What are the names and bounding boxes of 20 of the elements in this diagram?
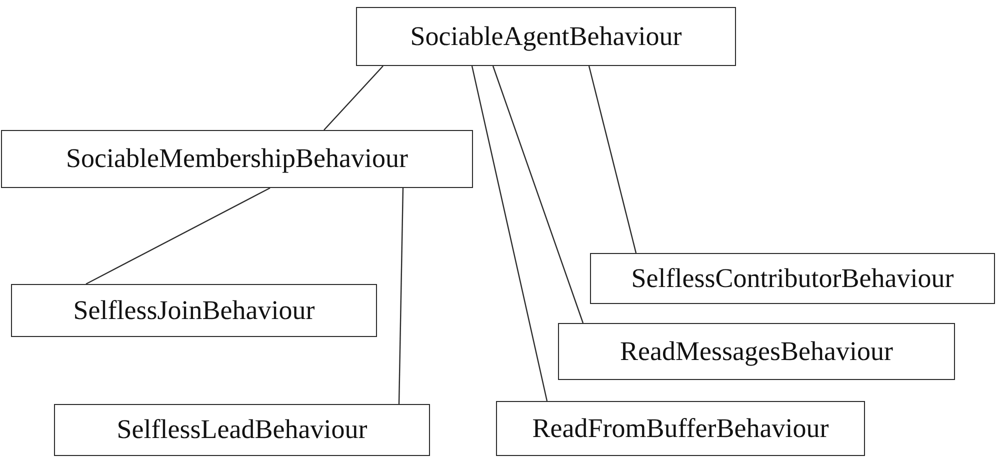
connector-line <box>471 66 548 402</box>
class-name: SelflessContributorBehaviour <box>631 264 954 294</box>
class-name: SelflessLeadBehaviour <box>116 415 368 445</box>
class-name: SociableMembershipBehaviour <box>66 144 408 174</box>
class-box <box>1 130 473 188</box>
class-name: ReadFromBufferBehaviour <box>532 414 829 444</box>
class-box <box>11 284 377 337</box>
connector-line <box>492 66 584 324</box>
class-name: SelflessJoinBehaviour <box>73 296 315 326</box>
class-name: SociableAgentBehaviour <box>410 22 682 52</box>
connector-line <box>588 66 637 254</box>
class-name: ReadMessagesBehaviour <box>620 336 893 366</box>
class-box <box>356 7 736 66</box>
connector-line <box>86 187 270 285</box>
class-box <box>496 401 865 456</box>
connector-line <box>398 188 404 404</box>
class-box <box>558 323 955 380</box>
class-box <box>54 404 430 456</box>
class-box <box>590 253 995 304</box>
connector-line <box>324 66 384 130</box>
